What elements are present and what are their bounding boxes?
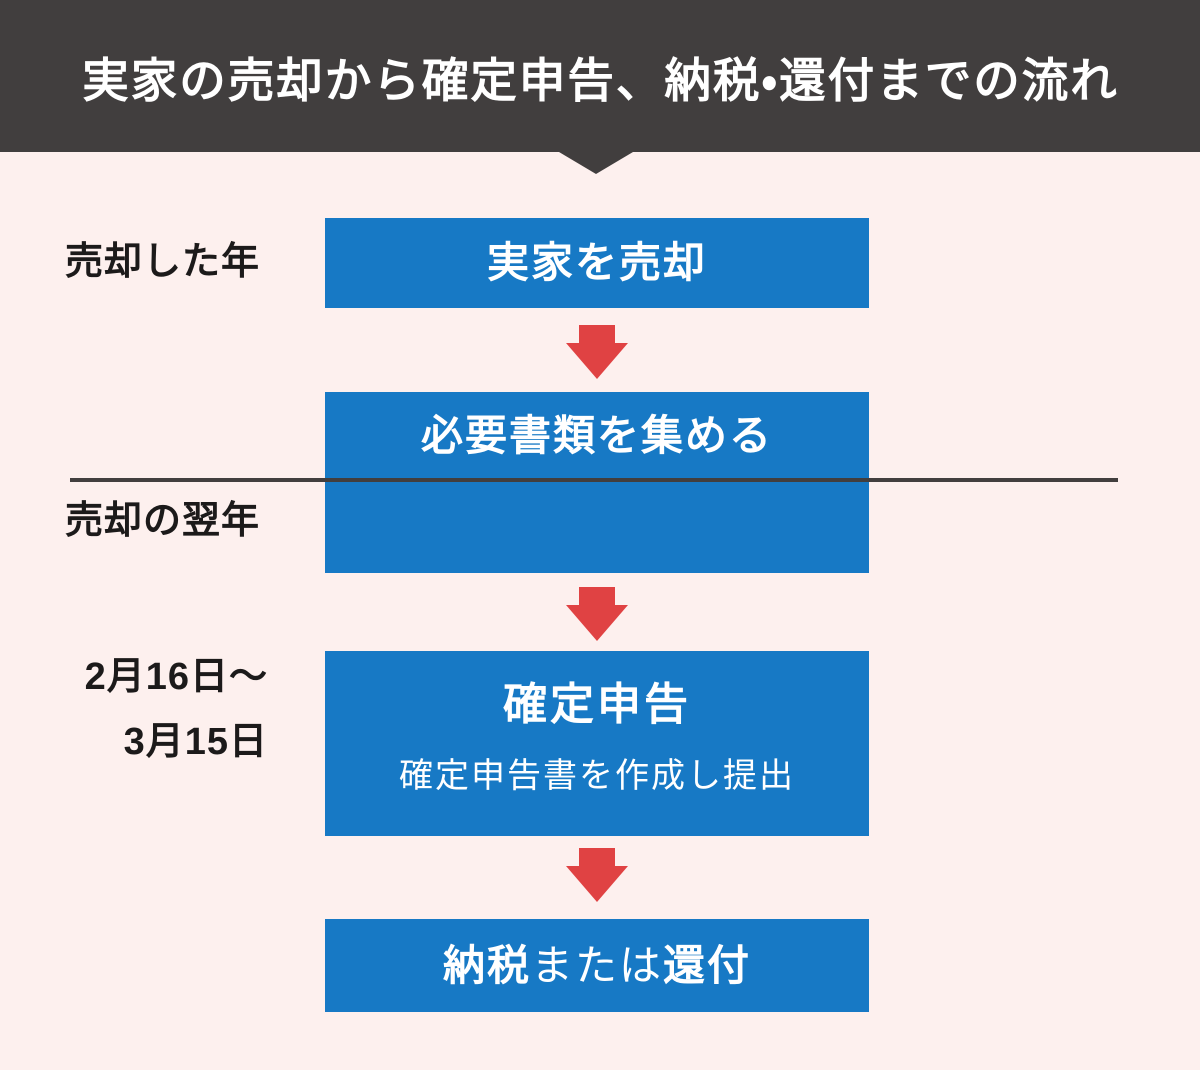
flow-box-tax-return-subtitle: 確定申告書を作成し提出 bbox=[399, 757, 795, 795]
year-divider-line bbox=[70, 478, 1118, 482]
page-title: 実家の売却から確定申告、納税・還付までの流れ bbox=[81, 53, 1119, 107]
flow-box-tax-return: 確定申告 確定申告書を作成し提出 bbox=[325, 651, 869, 836]
flow-box-pay-or-refund: 納税または還付 bbox=[325, 919, 869, 1012]
flow-box-tax-return-title: 確定申告 bbox=[503, 680, 691, 729]
timeline-label-filing-period: 2月16日〜 3月15日 bbox=[40, 645, 268, 775]
flow-box-gather-documents-label: 必要書類を集める bbox=[420, 412, 773, 459]
flow-box-gather-documents: 必要書類を集める bbox=[325, 392, 869, 573]
down-arrow-icon bbox=[566, 848, 628, 902]
flow-box-sell-home: 実家を売却 bbox=[325, 218, 869, 308]
pay-label: 納税 bbox=[442, 941, 531, 989]
down-arrow-stem bbox=[579, 325, 615, 343]
header-banner: 実家の売却から確定申告、納税・還付までの流れ bbox=[0, 0, 1200, 152]
refund-label: 還付 bbox=[663, 941, 752, 989]
down-arrow-head bbox=[566, 605, 628, 641]
flow-box-sell-home-label: 実家を売却 bbox=[486, 239, 707, 286]
filing-period-line2: 3月15日 bbox=[123, 721, 268, 763]
down-arrow-icon bbox=[566, 325, 628, 379]
down-arrow-head bbox=[566, 866, 628, 902]
down-arrow-head bbox=[566, 343, 628, 379]
timeline-label-next-year: 売却の翌年 bbox=[65, 500, 261, 542]
filing-period-line1: 2月16日〜 bbox=[84, 656, 268, 698]
down-arrow-icon bbox=[566, 587, 628, 641]
header-pointer-triangle-icon bbox=[559, 152, 633, 174]
down-arrow-stem bbox=[579, 587, 615, 605]
down-arrow-stem bbox=[579, 848, 615, 866]
or-label: または bbox=[530, 941, 663, 989]
timeline-label-sale-year: 売却した年 bbox=[65, 241, 261, 283]
flow-box-pay-or-refund-label: 納税または還付 bbox=[442, 941, 752, 989]
